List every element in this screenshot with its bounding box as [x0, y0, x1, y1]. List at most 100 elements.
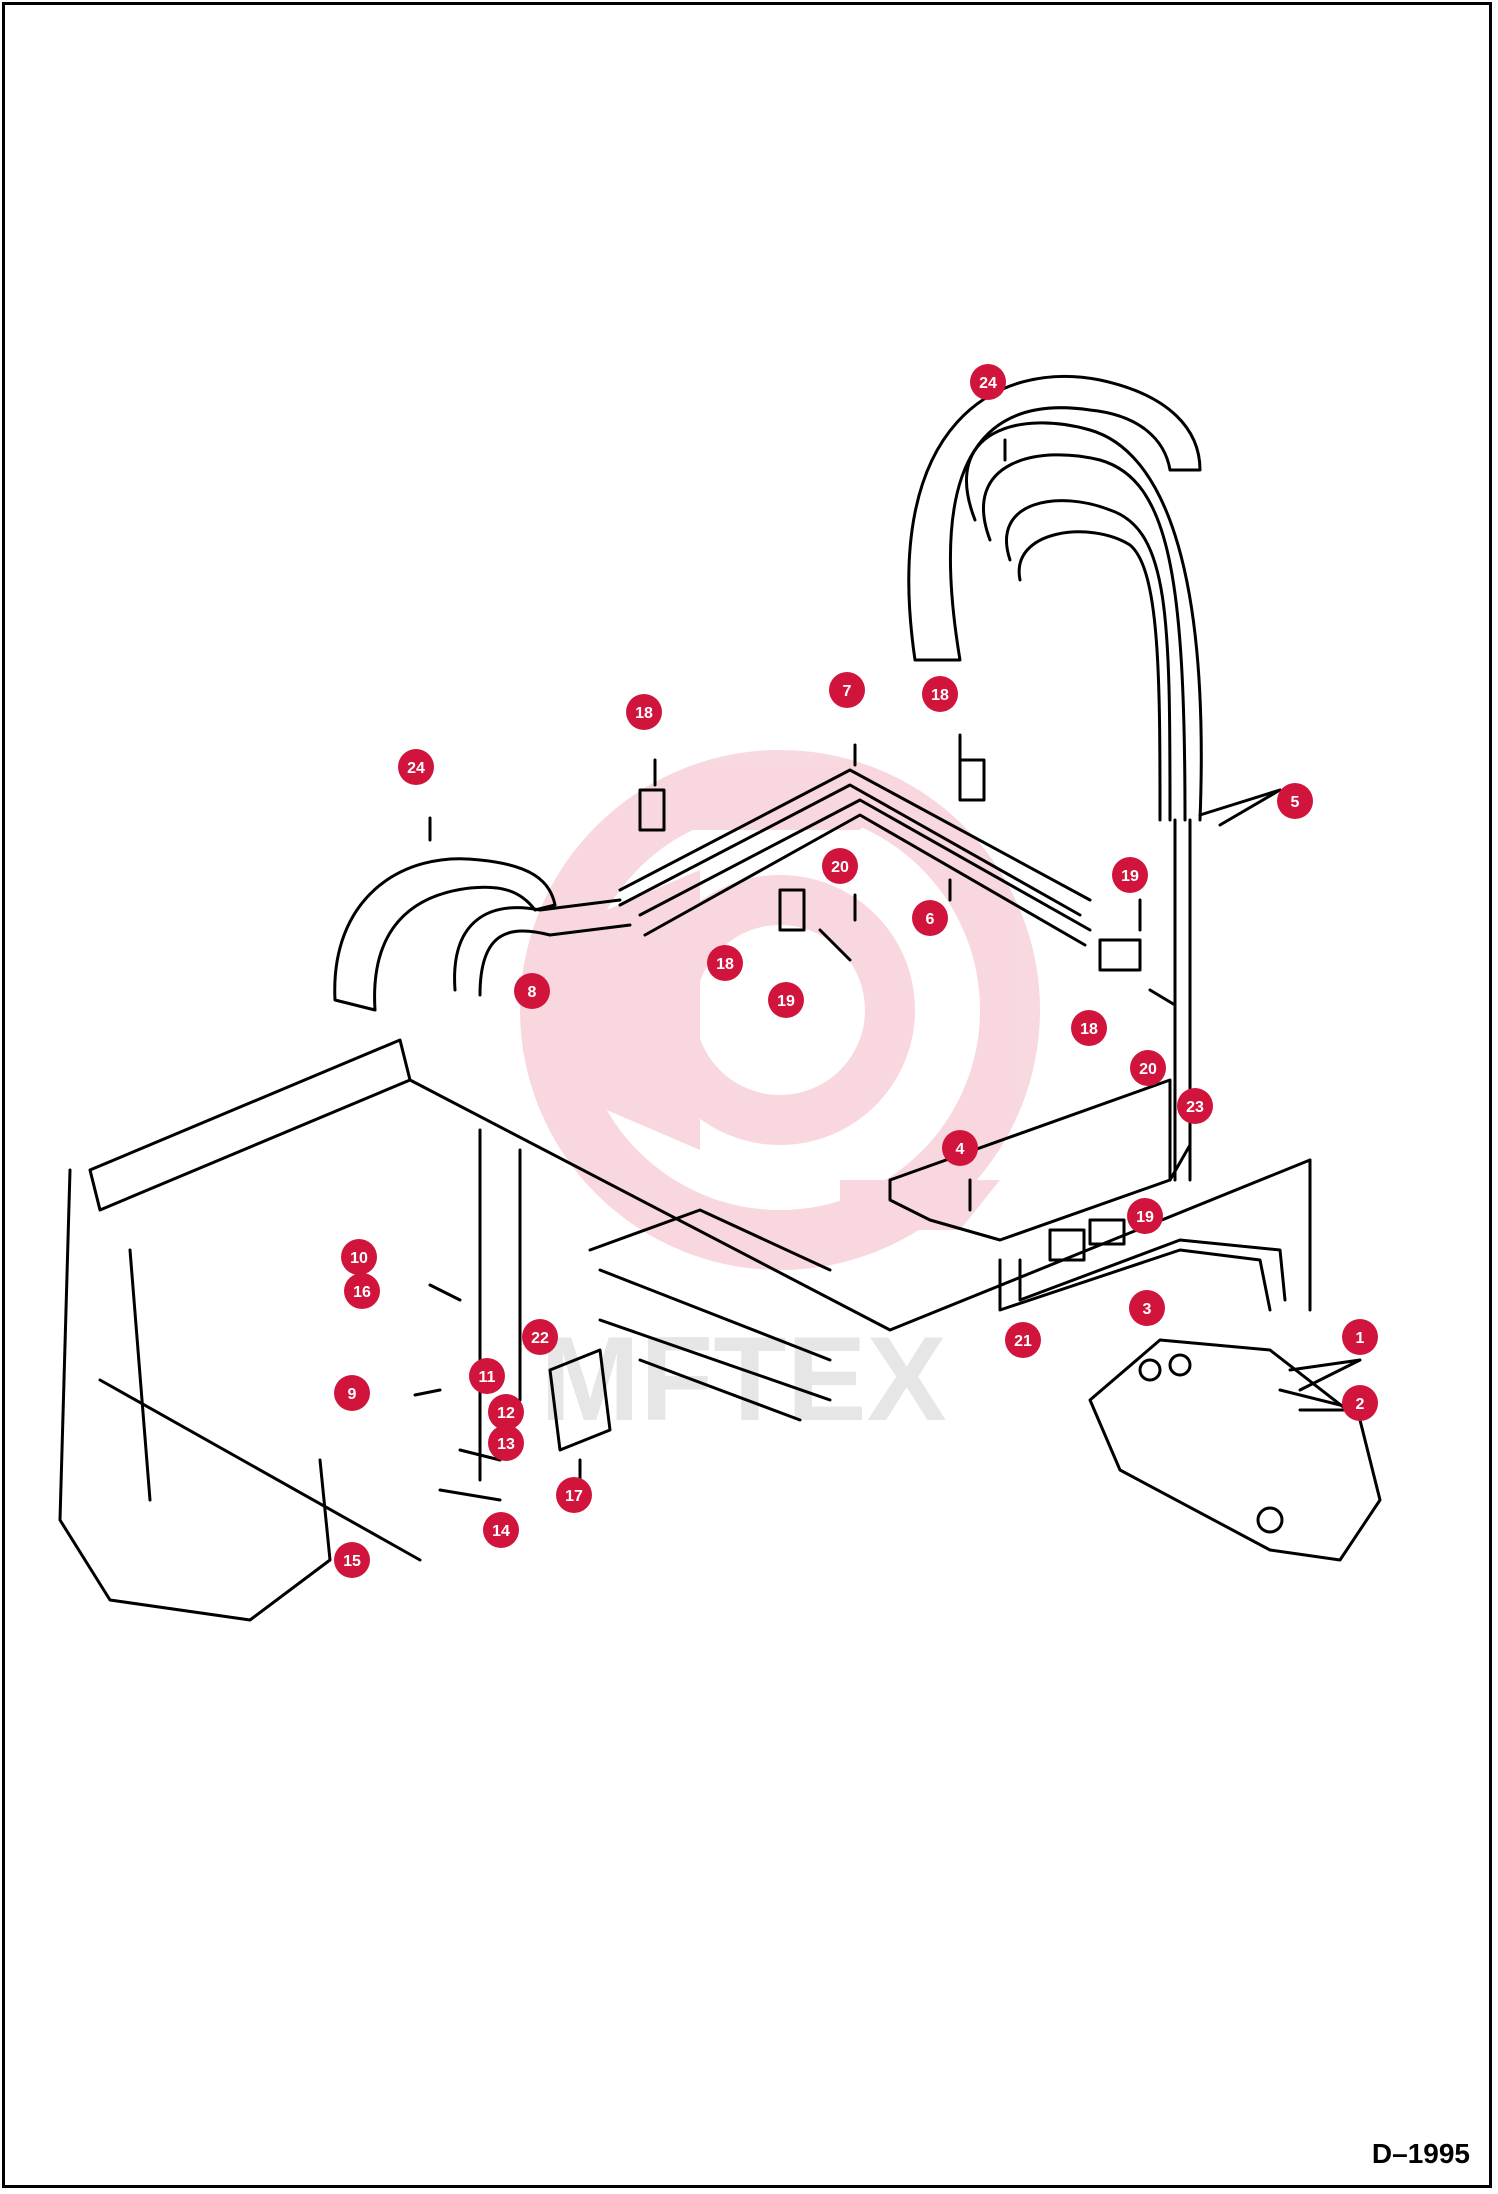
cross-member-3: [638, 1358, 802, 1422]
callout-label: 16: [353, 1284, 371, 1301]
callout-20-2: 20: [1130, 1050, 1166, 1086]
callout-15: 15: [334, 1542, 370, 1578]
callout-label: 7: [843, 683, 852, 700]
tube-7-lower: [618, 783, 1082, 917]
tube-21-a: [998, 1248, 1272, 1312]
callout-circle: [341, 1239, 377, 1275]
callout-3: 3: [1129, 1290, 1165, 1326]
callout-label: 18: [716, 956, 734, 973]
leader-23: [1168, 1143, 1192, 1182]
callout-16: 16: [344, 1273, 380, 1309]
callout-circle: [942, 1130, 978, 1166]
callout-6: 6: [912, 900, 948, 936]
callout-circle: [626, 694, 662, 730]
callout-circle: [829, 672, 865, 708]
callout-8: 8: [514, 973, 550, 1009]
callout-label: 4: [956, 1141, 965, 1158]
hose-loop-1: [965, 421, 1203, 822]
callout-label: 21: [1014, 1333, 1032, 1350]
callout-18: 18: [626, 694, 662, 730]
clamp-18-right: [1098, 938, 1142, 972]
callout-label: 11: [479, 1369, 496, 1386]
tube-6-upper: [638, 798, 1092, 932]
boom-link: [98, 1378, 422, 1562]
callout-circle: [707, 945, 743, 981]
boom-arm: [128, 1248, 152, 1502]
callout-label: 13: [497, 1436, 515, 1453]
hose-left-2: [478, 923, 632, 997]
callout-circle: [912, 900, 948, 936]
document-code: D–1995: [1371, 2138, 1470, 2169]
callout-label: 5: [1291, 794, 1300, 811]
callout-circle: [822, 848, 858, 884]
callout-12: 12: [488, 1394, 524, 1430]
callout-circle: [334, 1542, 370, 1578]
callout-circle: [1342, 1319, 1378, 1355]
callout-18-4: 18: [1071, 1010, 1107, 1046]
callout-label: 15: [343, 1553, 361, 1570]
callout-label: 8: [528, 984, 537, 1001]
callout-circle: [1342, 1385, 1378, 1421]
bracket-17: [548, 1348, 612, 1452]
valve-port-1: [1138, 1358, 1162, 1382]
callout-circle: [514, 973, 550, 1009]
callout-circle: [488, 1394, 524, 1430]
callout-7: 7: [829, 672, 865, 708]
chassis-top: [408, 1078, 1312, 1332]
callout-label: 1: [1356, 1330, 1365, 1347]
callout-circle: [1277, 783, 1313, 819]
callout-label: 10: [350, 1250, 368, 1267]
callout-label: 2: [1356, 1396, 1365, 1413]
leader-13: [458, 1448, 502, 1462]
callout-circle: [488, 1425, 524, 1461]
callout-circle: [922, 676, 958, 712]
callout-circle: [768, 982, 804, 1018]
callout-1: 1: [1342, 1319, 1378, 1355]
leader-9: [413, 1388, 442, 1397]
callout-label: 17: [565, 1488, 583, 1505]
callout-circle: [522, 1319, 558, 1355]
callout-label: 12: [497, 1405, 515, 1422]
callout-circle: [398, 749, 434, 785]
watermark-logo: [520, 750, 1040, 1270]
valve-port-2: [1168, 1353, 1192, 1377]
callout-17: 17: [556, 1477, 592, 1513]
callout-label: 19: [1121, 868, 1139, 885]
callout-23: 23: [1177, 1088, 1213, 1124]
callout-label: 24: [979, 375, 997, 392]
callout-24-2: 24: [398, 749, 434, 785]
callout-9: 9: [334, 1375, 370, 1411]
valve-port-3: [1256, 1506, 1284, 1534]
tube-7-upper: [618, 768, 1092, 902]
callout-label: 3: [1143, 1301, 1152, 1318]
callout-13: 13: [488, 1425, 524, 1461]
bolt-20-right: [1148, 988, 1177, 1007]
callout-circle: [334, 1375, 370, 1411]
callout-label: 22: [531, 1330, 549, 1347]
cross-member: [598, 1268, 832, 1362]
callout-19: 19: [1112, 857, 1148, 893]
callout-circle: [556, 1477, 592, 1513]
callout-5: 5: [1277, 783, 1313, 819]
callout-24: 24: [970, 364, 1006, 400]
callout-badges: 1234567891011121314151617181818181919192…: [334, 364, 1378, 1578]
callout-circle: [483, 1512, 519, 1548]
callout-circle: [970, 364, 1006, 400]
callout-label: 19: [1136, 1209, 1154, 1226]
callout-18-3: 18: [707, 945, 743, 981]
callout-label: 6: [926, 911, 935, 928]
callout-18-2: 18: [922, 676, 958, 712]
leader-1: [1288, 1358, 1362, 1392]
callout-14: 14: [483, 1512, 519, 1548]
callout-21: 21: [1005, 1322, 1041, 1358]
line-art: [58, 375, 1382, 1622]
clamp-18-top: [958, 758, 986, 802]
callout-circle: [1177, 1088, 1213, 1124]
callout-circle: [1112, 857, 1148, 893]
callout-22: 22: [522, 1319, 558, 1355]
callout-label: 9: [348, 1386, 357, 1403]
hose-guard-left: [333, 857, 557, 1012]
callout-10: 10: [341, 1239, 377, 1275]
